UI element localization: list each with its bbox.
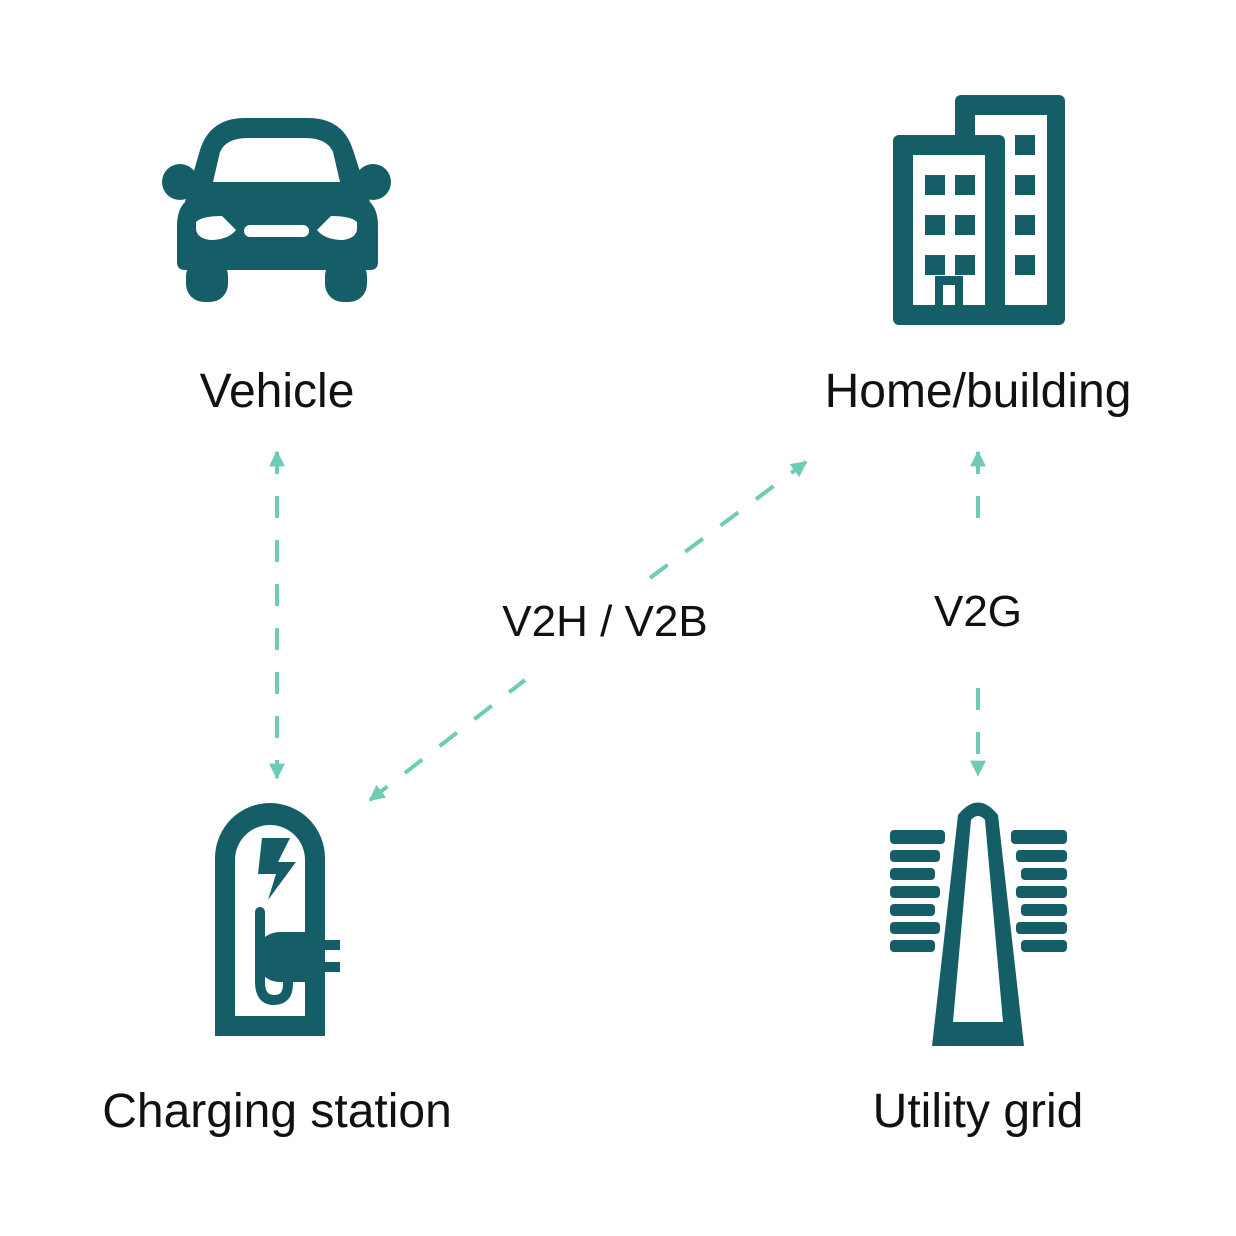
charging-station-icon	[215, 803, 340, 1036]
v2h-v2b-label: V2H / V2B	[502, 597, 708, 646]
building-icon	[893, 95, 1065, 325]
vehicle-label: Vehicle	[199, 365, 355, 418]
v2g-label: V2G	[933, 587, 1023, 636]
power-tower-icon	[890, 802, 1067, 1046]
connector-v2h-v2b	[368, 460, 808, 802]
charging-station-label: Charging station	[102, 1085, 452, 1138]
utility-grid-label: Utility grid	[872, 1085, 1084, 1138]
car-icon	[162, 118, 391, 302]
home-building-label: Home/building	[824, 365, 1132, 418]
